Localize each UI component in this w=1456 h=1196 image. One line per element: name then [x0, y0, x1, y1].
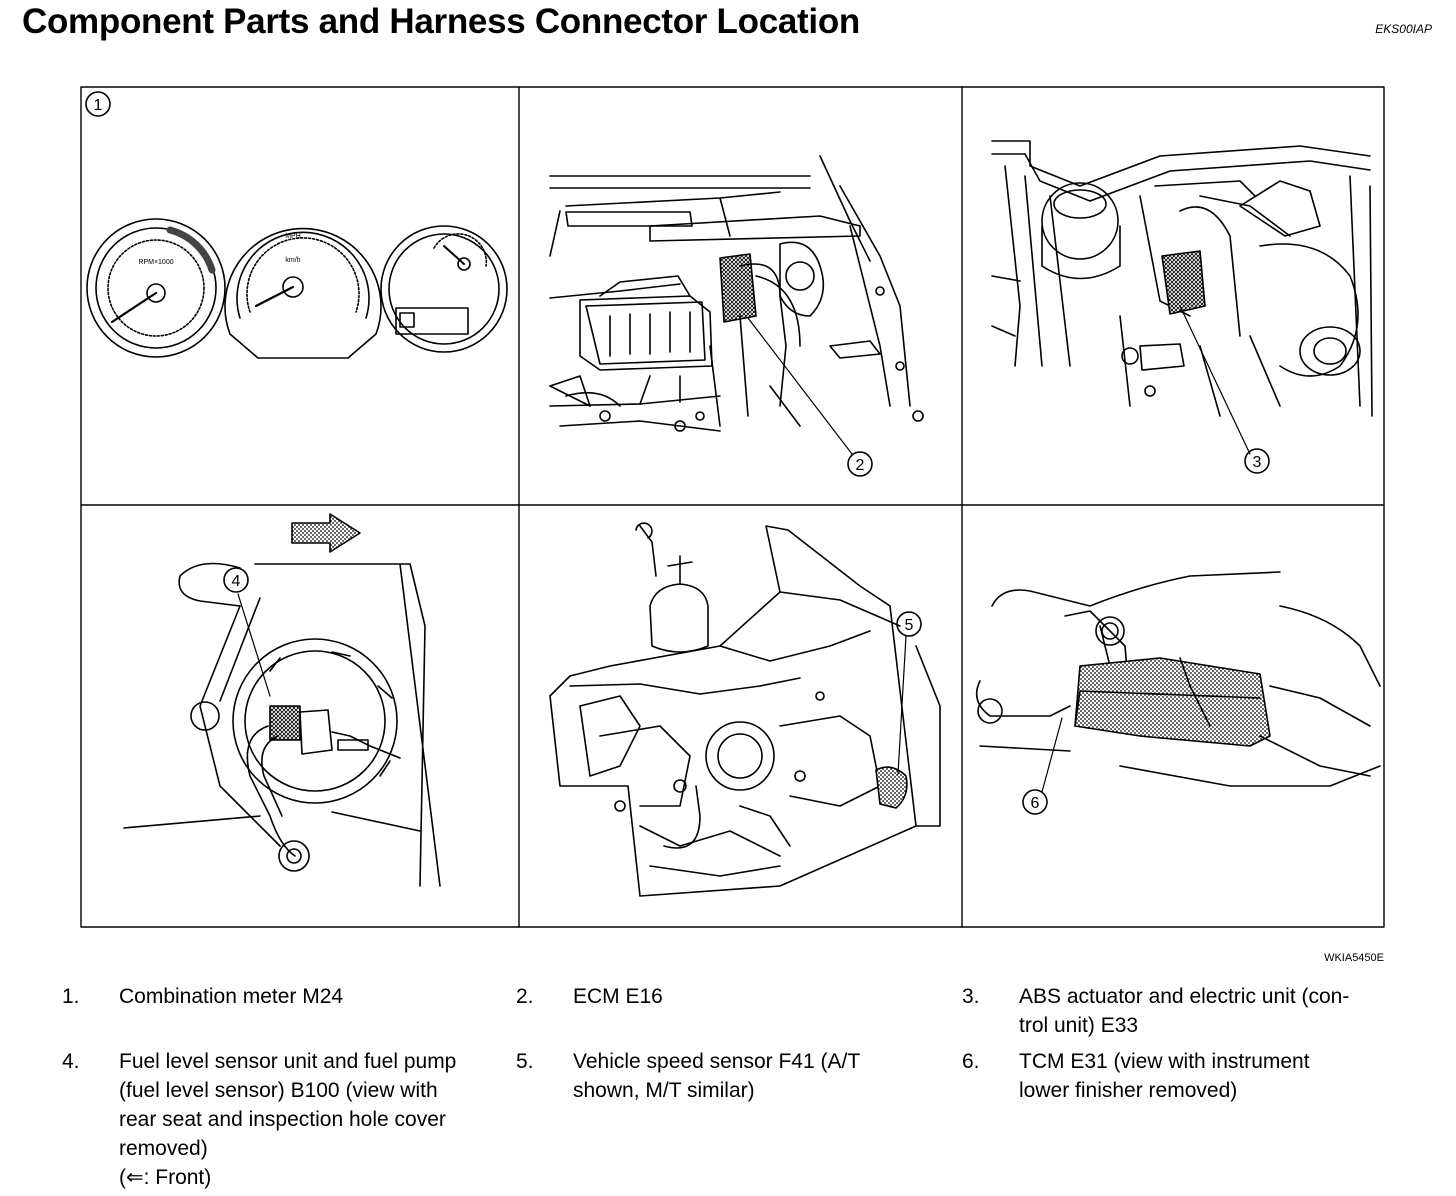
- callout-2-circle: [847, 451, 873, 477]
- callout-3-circle: [1244, 448, 1270, 474]
- callout-5: 5: [905, 617, 914, 634]
- callout-6: 6: [1031, 795, 1040, 812]
- ecm-engine-bay-illustration: [549, 155, 924, 432]
- page-title: Component Parts and Harness Connector Lo…: [22, 2, 860, 41]
- tcm-illustration: [975, 571, 1381, 787]
- figure-frame: [80, 86, 1385, 928]
- callout-3: 3: [1253, 454, 1262, 471]
- front-arrow-icon: [291, 513, 361, 553]
- transaxle-illustration: [549, 522, 941, 897]
- mph-label: MPH: [285, 233, 301, 240]
- figure-code: WKIA5450E: [1324, 952, 1384, 964]
- component-location-figure: RPM×1000 MPH km/h: [80, 86, 1385, 928]
- callout-4-circle: [223, 567, 249, 593]
- callout-1: 1: [94, 97, 103, 114]
- combination-meter-illustration: RPM×1000 MPH km/h: [86, 218, 508, 359]
- callout-6-circle: [1022, 789, 1048, 815]
- tach-label: RPM×1000: [138, 259, 173, 266]
- callout-2: 2: [856, 457, 865, 474]
- kmh-label: km/h: [285, 257, 300, 264]
- callout-5-circle: [896, 611, 922, 637]
- document-code: EKS00IAP: [1375, 22, 1432, 36]
- callout-1-circle: [85, 91, 111, 117]
- fuel-pump-illustration: [123, 562, 441, 887]
- abs-actuator-engine-bay-illustration: [991, 140, 1373, 417]
- callout-4: 4: [232, 573, 241, 590]
